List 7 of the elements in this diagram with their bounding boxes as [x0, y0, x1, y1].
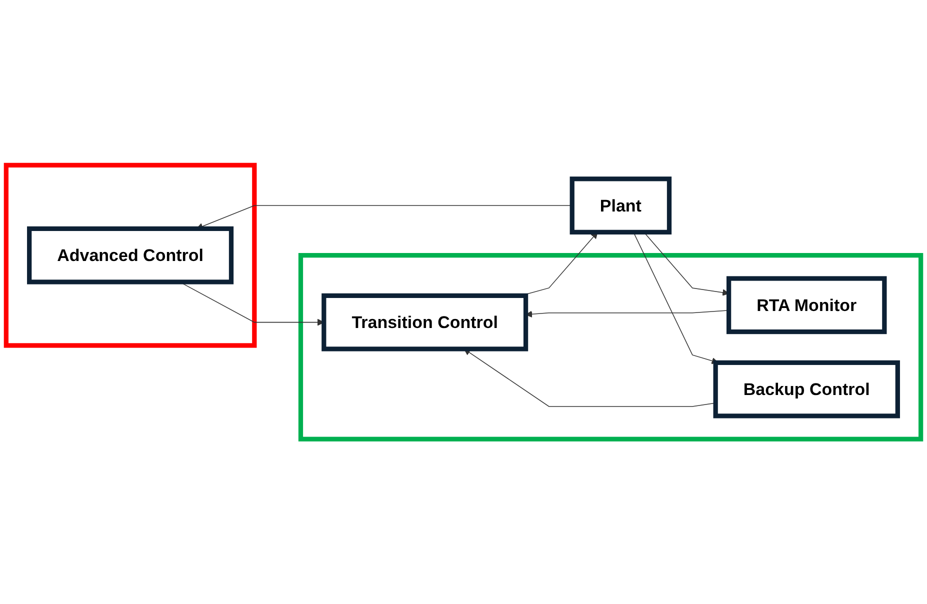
node-box: RTA Monitor: [726, 276, 887, 334]
node-box: Plant: [570, 176, 672, 234]
node-box: Transition Control: [322, 293, 528, 352]
node-box: Advanced Control: [27, 226, 234, 284]
cluster: [298, 252, 924, 442]
cluster: [4, 162, 257, 348]
node-box: Backup Control: [713, 360, 900, 418]
